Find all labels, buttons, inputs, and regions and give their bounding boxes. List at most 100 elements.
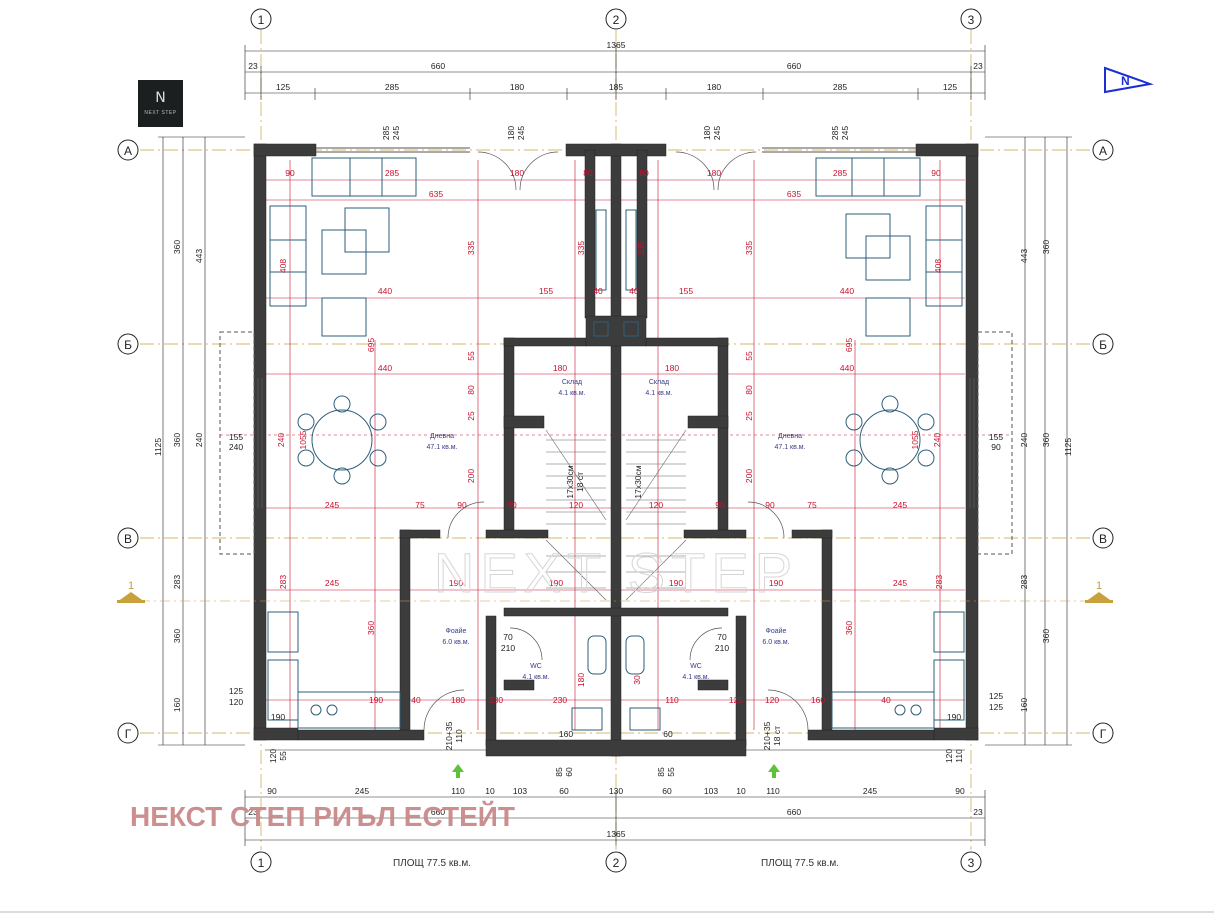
dim-label: 408 — [278, 259, 288, 273]
dim-label: 283 — [278, 575, 288, 589]
stair-label: 17x30см — [633, 465, 643, 498]
closet-icon — [595, 209, 607, 291]
closet-icon — [625, 209, 637, 291]
axis-label: 2 — [613, 856, 620, 870]
entry-arrow-icon — [768, 764, 780, 778]
fridge-icon — [933, 611, 965, 653]
opening-labels: 155 240 155 90 70 210 70 210 125 120 125… — [229, 432, 1003, 777]
dim-label: 230 — [489, 695, 503, 705]
axis-label: А — [124, 144, 132, 158]
dim-label: 660 — [431, 807, 445, 817]
dim-label: 1055 — [910, 430, 920, 449]
brand-text: НЕКСТ СТЕП РИЪЛ ЕСТЕЙТ — [130, 800, 515, 832]
dim-label: 285 — [833, 168, 847, 178]
dim-label: 245 — [893, 578, 907, 588]
dim-label: 120 — [569, 500, 583, 510]
dim-label: 240 — [276, 433, 286, 447]
dim-label: 440 — [378, 363, 392, 373]
kitchen-counter-icon — [933, 659, 965, 721]
dim-label: 60 — [663, 729, 673, 739]
room-name: WC — [530, 663, 542, 670]
dim-label: 30 — [632, 675, 642, 685]
dim-label: 245 — [863, 786, 877, 796]
dim-label: 55 — [744, 351, 754, 361]
area-caption-left: ПЛОЩ 77.5 кв.м. — [393, 858, 471, 869]
dim-label: 360 — [366, 621, 376, 635]
entry-arrow-icon — [452, 764, 464, 778]
dim-label: 245 — [325, 578, 339, 588]
dim-label: 360 — [172, 629, 182, 643]
dim-label: 360 — [1041, 433, 1051, 447]
dining-table-icon — [859, 409, 921, 471]
window-dimensions: 285 245 180 245 180 245 285 245 — [381, 126, 850, 140]
dim-label: 1125 — [1063, 438, 1073, 457]
entry-arrows — [452, 764, 780, 778]
dim-label: 190 — [271, 712, 285, 722]
dim-label: 125 — [729, 695, 743, 705]
dim-label: 180 — [553, 363, 567, 373]
axis-bubble — [117, 333, 139, 355]
dim-label: 125 — [276, 82, 290, 92]
dim-label: 80 — [639, 168, 649, 178]
dim-label: 660 — [787, 61, 801, 71]
stairs — [545, 429, 687, 601]
room-name: Склад — [649, 379, 669, 386]
dim-label: 90 — [715, 500, 725, 510]
dim-label: 23 — [973, 807, 983, 817]
dim-label: 23 — [248, 61, 258, 71]
area-caption-right: ПЛОЩ 77.5 кв.м. — [761, 858, 839, 869]
dim-label: 190 — [369, 695, 383, 705]
dim-label: 155 — [989, 432, 1003, 442]
dim-label: 283 — [1019, 575, 1029, 589]
axis-label: Б — [124, 338, 132, 352]
armchair-icon — [321, 297, 367, 337]
armchair-icon — [865, 297, 911, 337]
axis-bubbles — [117, 8, 1114, 873]
side-dimension-lines — [158, 136, 1072, 746]
dim-label: 90 — [507, 500, 517, 510]
room-name: Склад — [562, 379, 582, 386]
dim-label: 80 — [583, 168, 593, 178]
dim-label: 155 — [229, 432, 243, 442]
dim-label: 103 — [704, 786, 718, 796]
dim-label: 40 — [881, 695, 891, 705]
toilet-icon — [587, 635, 607, 675]
axis-label: 3 — [968, 856, 975, 870]
room-area: 4.1 кв.м. — [558, 390, 585, 397]
room-area: 4.1 кв.м. — [522, 674, 549, 681]
dim-label: 120 — [268, 749, 278, 763]
dim-label: 200 — [744, 469, 754, 483]
dim-label: 180 — [665, 363, 679, 373]
room-name: Фоайе — [766, 627, 787, 635]
rug-icon — [845, 213, 891, 259]
interior-dimensions: 90 285 180 80 80 180 285 90 635 635 335 … — [276, 168, 944, 705]
dim-label: 245 — [893, 500, 907, 510]
dim-label: 635 — [787, 189, 801, 199]
dim-label: 60 — [662, 786, 672, 796]
dim-label: 443 — [1019, 249, 1029, 263]
dim-label: 70 — [717, 632, 727, 642]
axis-label: Г — [125, 727, 132, 741]
dim-label: 180 — [506, 126, 516, 140]
room-area: 47.1 кв.м. — [426, 444, 457, 451]
dim-label: 60 — [564, 767, 574, 777]
dim-label: 240 — [932, 433, 942, 447]
dim-label: 90 — [991, 442, 1001, 452]
axis-bubble — [250, 8, 272, 30]
furniture — [267, 157, 965, 731]
axis-label: В — [1099, 532, 1107, 546]
dim-label: 190 — [549, 578, 563, 588]
axis-label: Г — [1100, 727, 1107, 741]
dim-label: 245 — [355, 786, 369, 796]
dim-label: 180 — [707, 168, 721, 178]
dim-label: 180 — [707, 82, 721, 92]
dim-label: 110 — [954, 749, 964, 763]
axis-labels: 1 2 3 1 2 3 А Б В Г А Б В Г — [124, 13, 1107, 870]
dim-label: 180 — [702, 126, 712, 140]
room-name: WC — [690, 663, 702, 670]
kitchen-counter-icon — [267, 659, 299, 721]
dim-label: 360 — [172, 240, 182, 254]
dim-label: 245 — [391, 126, 401, 140]
dim-label: 90 — [931, 168, 941, 178]
